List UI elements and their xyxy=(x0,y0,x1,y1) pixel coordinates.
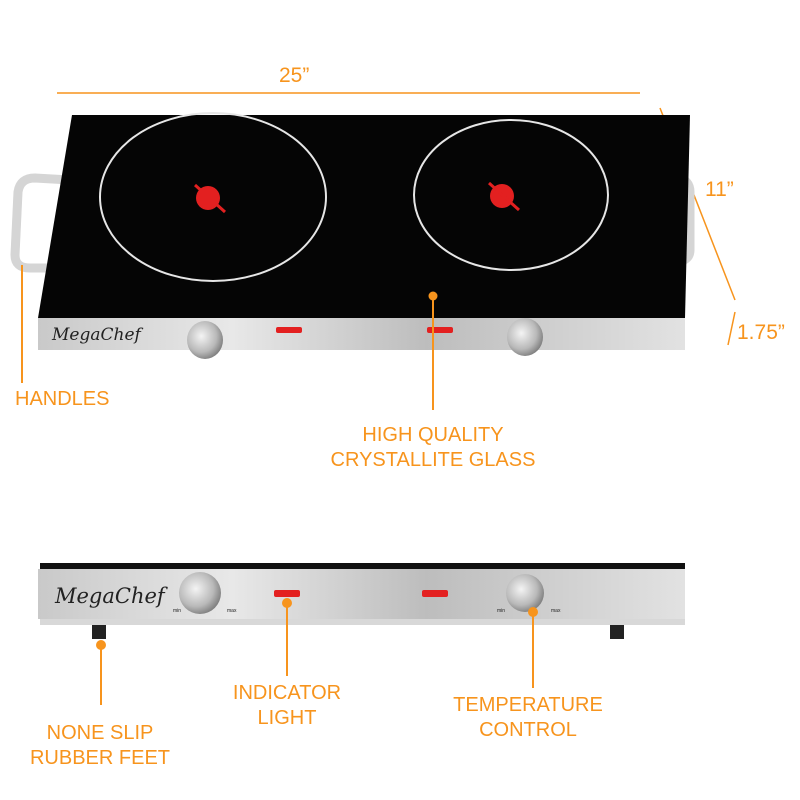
front-panel-side-view xyxy=(38,569,685,619)
indicator-callout: INDICATOR LIGHT xyxy=(233,681,341,731)
temperature-knob xyxy=(179,572,221,614)
height-dimension-line xyxy=(727,311,736,346)
front-panel xyxy=(38,318,685,350)
glass-top xyxy=(38,115,690,318)
hot-surface-icon xyxy=(193,183,227,214)
depth-dimension: 11” xyxy=(705,178,734,201)
feet-callout-line2: RUBBER FEET xyxy=(29,747,171,769)
knob-min-label: min xyxy=(173,608,181,614)
indicator-callout-line1: INDICATOR xyxy=(232,682,342,704)
width-dimension: 25” xyxy=(279,64,310,87)
indicator-callout-line2: LIGHT xyxy=(257,707,317,729)
indicator-light xyxy=(427,327,453,333)
temperature-callout-line2: CONTROL xyxy=(479,719,577,741)
glass-callout: HIGH QUALITY CRYSTALLITE GLASS xyxy=(331,423,536,473)
temperature-knob xyxy=(187,321,223,359)
left-handle xyxy=(10,173,71,273)
feet-callout-line1: NONE SLIP xyxy=(46,722,154,744)
handles-callout: HANDLES xyxy=(15,388,110,410)
indicator-light xyxy=(422,590,448,597)
knob-min-label: min xyxy=(497,608,505,614)
knob-max-label: max xyxy=(227,608,237,614)
glass-callout-line1: HIGH QUALITY xyxy=(362,424,504,446)
height-dimension: 1.75” xyxy=(737,321,785,344)
rubber-foot xyxy=(92,625,106,639)
left-burner-ring xyxy=(99,112,327,282)
temperature-knob xyxy=(506,574,544,612)
hot-surface-icon xyxy=(487,181,521,212)
temperature-knob xyxy=(507,318,543,356)
knob-max-label: max xyxy=(551,608,561,614)
temperature-callout-line1: TEMPERATURE xyxy=(453,694,603,716)
glass-callout-line2: CRYSTALLITE GLASS xyxy=(330,449,536,471)
brand-logo: MegaChef xyxy=(54,584,168,608)
indicator-light xyxy=(276,327,302,333)
right-burner-ring xyxy=(413,119,609,271)
glass-edge xyxy=(40,563,685,569)
feet-callout: NONE SLIP RUBBER FEET xyxy=(30,721,170,771)
temperature-callout: TEMPERATURE CONTROL xyxy=(453,693,603,743)
indicator-light xyxy=(274,590,300,597)
brand-logo: MegaChef xyxy=(51,325,144,345)
rubber-foot xyxy=(610,625,624,639)
